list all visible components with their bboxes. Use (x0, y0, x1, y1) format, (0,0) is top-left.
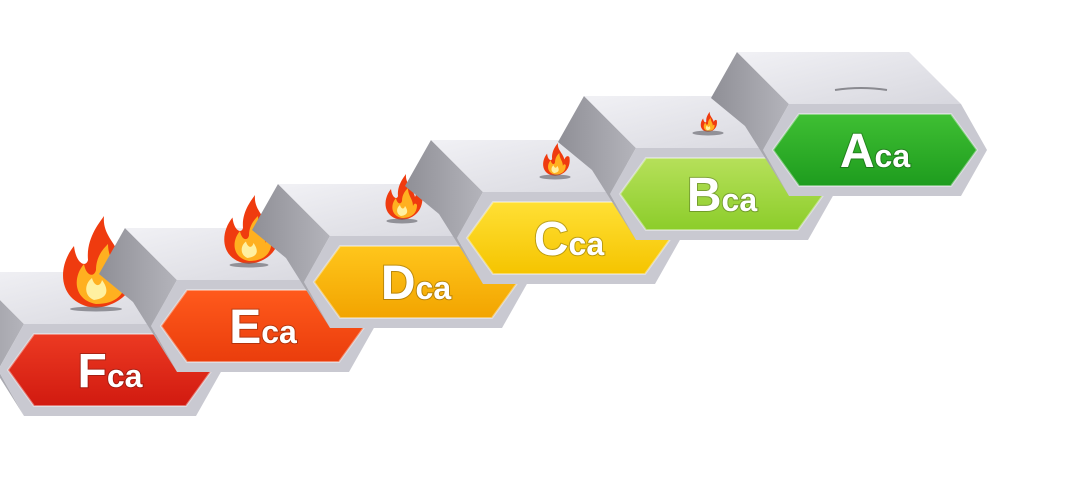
class-label: Bca (687, 169, 757, 222)
flame-icon (543, 142, 570, 176)
flame-icon (700, 111, 717, 132)
class-label: Cca (534, 213, 604, 266)
step-bca: Bca (558, 96, 834, 240)
step-fca: Fca (0, 216, 222, 416)
class-badge (771, 113, 979, 187)
class-label: Eca (229, 301, 297, 354)
flame-slot (70, 306, 122, 312)
class-letter: B (687, 169, 722, 222)
slot-line (834, 87, 888, 91)
block-side-face (405, 140, 483, 284)
class-letter: F (78, 345, 107, 398)
class-suffix: ca (875, 138, 911, 174)
flame-slot (539, 174, 571, 180)
block-side-face (252, 184, 330, 328)
class-label: Fca (78, 345, 143, 398)
block-side-face (558, 96, 636, 240)
step-cca: Cca (405, 140, 681, 284)
flame-slot (386, 218, 418, 224)
block-side-face (711, 52, 789, 196)
block-side-face (99, 228, 177, 372)
class-suffix: ca (107, 358, 143, 394)
block-side-face (0, 300, 24, 416)
class-letter: C (534, 213, 569, 266)
class-letter: D (381, 257, 416, 310)
class-suffix: ca (569, 226, 605, 262)
class-letter: A (840, 125, 875, 178)
flame-slot (229, 262, 269, 268)
class-letter: E (229, 301, 261, 354)
class-suffix: ca (261, 314, 297, 350)
step-aca: Aca (711, 52, 987, 196)
flame-slot (692, 130, 724, 136)
flame-icon (385, 174, 423, 220)
flame-icon (224, 195, 280, 264)
class-label: Aca (840, 125, 910, 178)
class-suffix: ca (722, 182, 758, 218)
class-suffix: ca (416, 270, 452, 306)
block-top-face (737, 52, 961, 104)
class-label: Dca (381, 257, 451, 310)
